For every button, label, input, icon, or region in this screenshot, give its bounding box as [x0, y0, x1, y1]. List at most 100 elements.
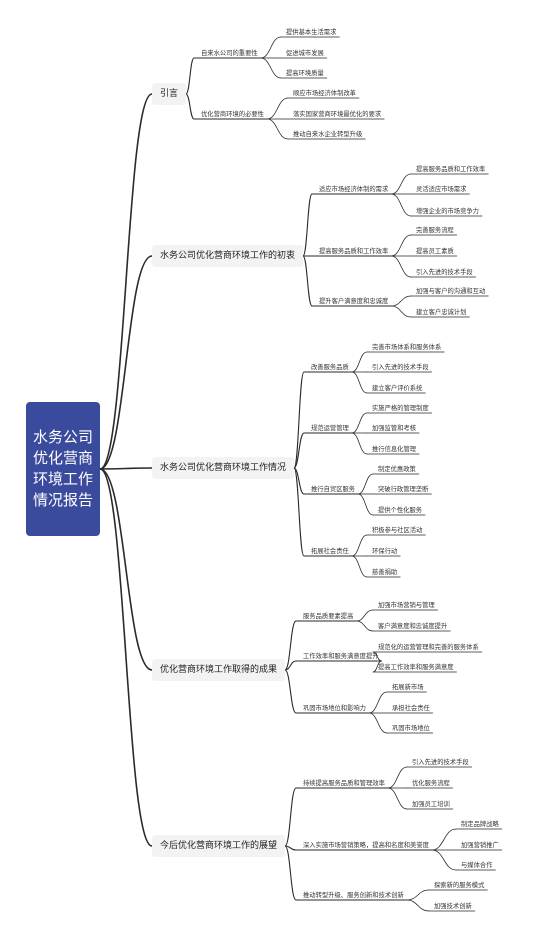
leaf-label[interactable]: 加强与客户的沟通和互动	[416, 288, 486, 295]
leaf-label[interactable]: 实施严格的管理制度	[372, 405, 429, 412]
leaf-label[interactable]: 灵活适应市场需求	[416, 186, 467, 193]
sub-leaf-connector	[431, 849, 457, 871]
main-sub-connector	[302, 193, 313, 257]
leaf-label[interactable]: 加强营销推广	[461, 842, 499, 849]
leaf-label[interactable]: 引入先进的技术手段	[412, 759, 469, 766]
sub-leaf-connector	[368, 691, 388, 714]
sub-leaf-connector	[357, 493, 374, 516]
main-sub-connector	[284, 845, 297, 901]
leaf-label[interactable]: 加强监管和考核	[372, 425, 417, 432]
sub-leaf-connector	[387, 766, 408, 789]
main-sub-connector	[185, 93, 195, 120]
subtopic-label[interactable]: 推动转型升级、服务创新和技术创新	[303, 892, 404, 899]
subtopic-label[interactable]: 深入实施市场营销策略，提高和名度和美誉度	[303, 842, 429, 849]
main-sub-connector	[293, 467, 305, 557]
leaf-label[interactable]: 增强企业的市场竞争力	[416, 208, 479, 215]
leaf-label[interactable]: 承担社会责任	[392, 705, 430, 712]
subtopic-label[interactable]: 提高服务品质和工作效率	[319, 248, 389, 255]
main-sub-connector	[284, 669, 297, 714]
main-topic[interactable]: 引言	[152, 83, 187, 105]
sub-leaf-connector	[390, 234, 412, 257]
sub-leaf-connector	[351, 371, 368, 394]
leaf-label[interactable]: 突破行政管理垄断	[378, 486, 429, 493]
subtopic-label[interactable]: 优化营商环境的必要性	[201, 111, 264, 118]
leaf-label[interactable]: 完善服务流程	[416, 227, 454, 234]
sub-leaf-connector	[390, 305, 412, 318]
leaf-label[interactable]: 引入先进的技术手段	[416, 269, 473, 276]
root-topic[interactable]: 水务公司优化营商环境工作情况报告	[26, 402, 100, 536]
root-connector	[99, 468, 153, 847]
leaf-label[interactable]: 加强技术创新	[434, 903, 472, 910]
leaf-label[interactable]: 加强员工培训	[412, 801, 450, 808]
sub-leaf-connector	[260, 36, 282, 59]
leaf-label[interactable]: 落实国家营商环境最优化的要求	[293, 111, 382, 118]
leaf-label[interactable]: 规范化的运营管理和完善的服务体系	[378, 644, 479, 651]
leaf-label[interactable]: 制定品牌战略	[461, 821, 499, 828]
sub-leaf-connector	[357, 473, 374, 495]
leaf-label[interactable]: 积极参与社区活动	[372, 527, 423, 534]
subtopic-label[interactable]: 适应市场经济体制的需求	[319, 186, 389, 193]
subtopic-label[interactable]: 拓展社会责任	[311, 548, 349, 555]
leaf-label[interactable]: 完善市场体系和服务体系	[372, 344, 442, 351]
sub-leaf-connector	[406, 899, 430, 912]
subtopic-label[interactable]: 提升客户满意度和忠诚度	[319, 298, 389, 305]
root-connector	[99, 93, 153, 470]
leaf-label[interactable]: 提供基本生活需求	[286, 29, 337, 36]
leaf-label[interactable]: 与媒体合作	[461, 862, 493, 869]
leaf-label[interactable]: 建立客户忠诚计划	[416, 309, 467, 316]
subtopic-label[interactable]: 自来水公司的重要性	[201, 50, 258, 57]
leaf-label[interactable]: 加强市场营销与管理	[378, 602, 435, 609]
subtopic-label[interactable]: 改善服务品质	[311, 364, 349, 371]
root-connector	[99, 467, 153, 470]
sub-leaf-connector	[355, 620, 374, 632]
sub-leaf-connector	[351, 555, 368, 578]
sub-leaf-connector	[351, 351, 368, 373]
leaf-label[interactable]: 提供个性化服务	[378, 507, 423, 514]
sub-leaf-connector	[431, 828, 457, 851]
subtopic-label[interactable]: 服务品质要素提高	[303, 613, 354, 620]
leaf-label[interactable]: 慈善捐助	[372, 569, 398, 576]
leaf-label[interactable]: 探索新的服务模式	[434, 882, 485, 889]
sub-leaf-connector	[390, 193, 412, 217]
leaf-label[interactable]: 巩固市场地位	[392, 725, 430, 732]
main-topic[interactable]: 优化营商环境工作取得的成果	[152, 659, 286, 681]
sub-leaf-connector	[368, 712, 388, 734]
main-sub-connector	[284, 660, 297, 671]
main-sub-connector	[293, 432, 305, 469]
leaf-label[interactable]: 客户满意度和忠诚度提升	[378, 623, 448, 630]
main-topic[interactable]: 今后优化营商环境工作的展望	[152, 835, 286, 857]
leaf-label[interactable]: 推行信息化管理	[372, 446, 417, 453]
leaf-label[interactable]: 环保行动	[372, 548, 398, 555]
subtopic-label[interactable]: 推行自贸区服务	[311, 486, 356, 493]
leaf-label[interactable]: 推动自来水企业转型升级	[293, 131, 363, 138]
subtopic-label[interactable]: 巩固市场地位和影响力	[303, 705, 366, 712]
leaf-label[interactable]: 优化服务流程	[412, 780, 450, 787]
root-connector	[99, 255, 153, 470]
main-sub-connector	[284, 787, 297, 847]
leaf-label[interactable]: 引入先进的技术手段	[372, 364, 429, 371]
sub-leaf-connector	[387, 787, 408, 810]
subtopic-label[interactable]: 工作效率和服务满意度提升	[303, 653, 379, 660]
sub-leaf-connector	[351, 534, 368, 557]
leaf-label[interactable]: 提高服务品质和工作效率	[416, 166, 486, 173]
sub-leaf-connector	[266, 118, 289, 140]
leaf-label[interactable]: 促进城市发展	[286, 50, 324, 57]
leaf-label[interactable]: 提高工作效率和服务满意度	[378, 664, 454, 671]
leaf-label[interactable]: 顺应市场经济体制改革	[293, 90, 356, 97]
leaf-label[interactable]: 提高环境质量	[286, 70, 324, 77]
sub-leaf-connector	[266, 97, 289, 120]
sub-leaf-connector	[390, 255, 412, 278]
subtopic-label[interactable]: 规范运营管理	[311, 425, 349, 432]
leaf-label[interactable]: 建立客户评价系统	[372, 385, 423, 392]
leaf-label[interactable]: 拓展新市场	[392, 684, 424, 691]
subtopic-label[interactable]: 持续提高服务品质和管理效率	[303, 780, 385, 787]
leaf-label[interactable]: 制定优惠政策	[378, 466, 416, 473]
main-topic[interactable]: 水务公司优化营商环境工作情况	[152, 457, 295, 479]
main-topic[interactable]: 水务公司优化营商环境工作的初衷	[152, 245, 304, 267]
main-sub-connector	[185, 57, 195, 95]
sub-leaf-connector	[260, 57, 282, 79]
sub-leaf-connector	[351, 412, 368, 434]
main-sub-connector	[284, 845, 297, 851]
leaf-label[interactable]: 提高员工素质	[416, 248, 454, 255]
